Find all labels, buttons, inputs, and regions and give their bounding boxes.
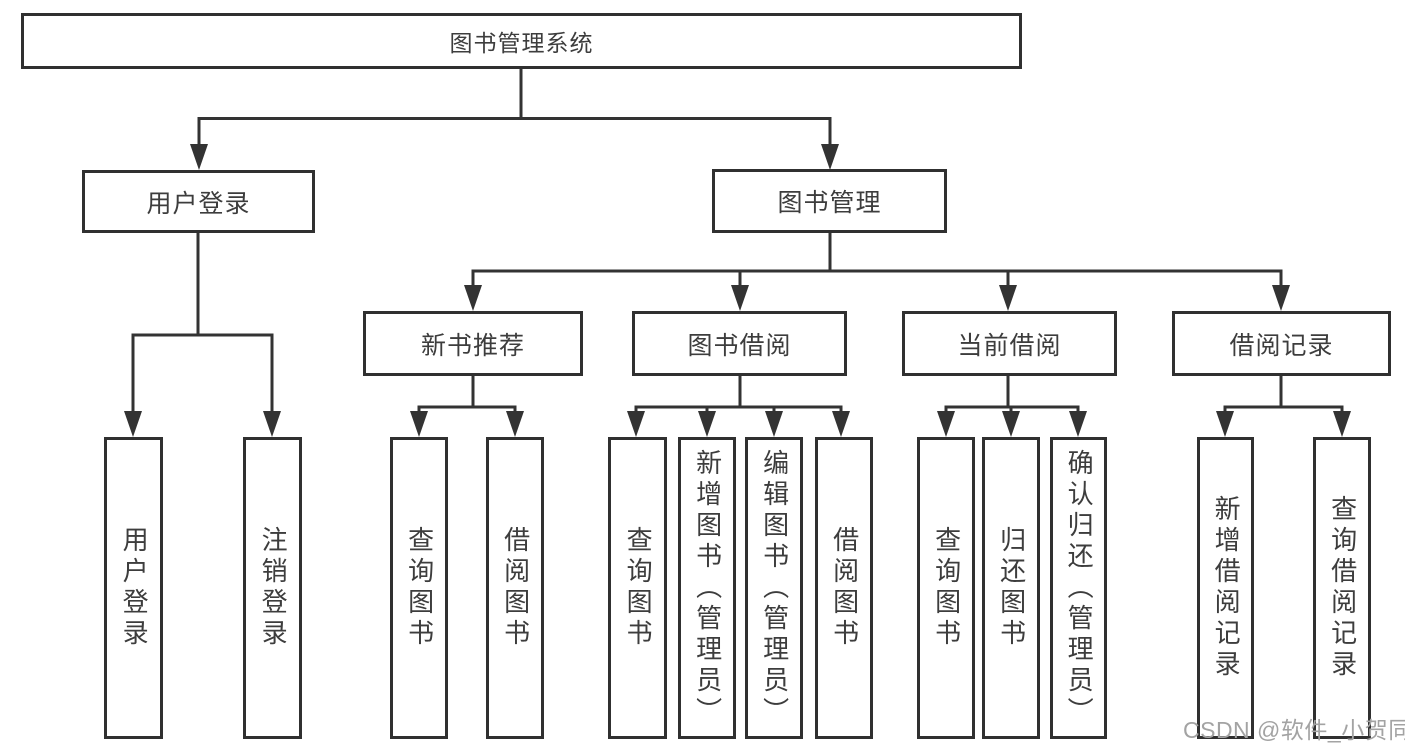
leaf-add-borrow-record: 新增借阅记录	[1197, 437, 1254, 739]
leaf-add-books-admin: 新增图书（管理员）	[678, 437, 736, 739]
node-current-borrow-label: 当前借阅	[957, 331, 1062, 360]
leaf-query-borrow-record: 查询借阅记录	[1313, 437, 1371, 739]
leaf-query-books-borrow-label: 查询图书	[623, 526, 654, 650]
leaf-borrow-books-recommend-label: 借阅图书	[500, 526, 531, 650]
leaf-logout-label: 注销登录	[258, 526, 289, 650]
node-book-borrow-label: 图书借阅	[687, 331, 792, 360]
node-user-login-label: 用户登录	[146, 189, 251, 218]
leaf-edit-books-admin: 编辑图书（管理员）	[745, 437, 803, 739]
node-user-login: 用户登录	[82, 170, 315, 233]
watermark: CSDN @软件_小贺同学	[1183, 717, 1405, 743]
node-new-book-recommend: 新书推荐	[363, 311, 583, 376]
leaf-logout: 注销登录	[243, 437, 302, 739]
node-book-management: 图书管理	[712, 169, 947, 233]
leaf-query-books-current-label: 查询图书	[931, 526, 962, 650]
leaf-confirm-return-admin-label: 确认归还（管理员）	[1064, 448, 1095, 728]
leaf-return-books: 归还图书	[982, 437, 1040, 739]
node-new-book-recommend-label: 新书推荐	[420, 331, 525, 360]
leaf-return-books-label: 归还图书	[996, 526, 1027, 650]
node-book-management-label: 图书管理	[777, 189, 882, 217]
leaf-borrow-books: 借阅图书	[815, 437, 873, 739]
leaf-query-books-recommend: 查询图书	[390, 437, 448, 739]
leaf-query-books-recommend-label: 查询图书	[404, 526, 435, 650]
leaf-borrow-books-recommend: 借阅图书	[486, 437, 544, 739]
leaf-user-login-label: 用户登录	[119, 526, 150, 650]
leaf-borrow-books-label: 借阅图书	[829, 526, 860, 650]
leaf-query-books-current: 查询图书	[917, 437, 975, 739]
leaf-confirm-return-admin: 确认归还（管理员）	[1050, 437, 1107, 739]
node-book-borrow: 图书借阅	[632, 311, 847, 376]
node-current-borrow: 当前借阅	[902, 311, 1117, 376]
node-root-label: 图书管理系统	[449, 30, 594, 56]
leaf-add-borrow-record-label: 新增借阅记录	[1211, 495, 1242, 681]
node-root: 图书管理系统	[21, 13, 1022, 69]
leaf-add-books-admin-label: 新增图书（管理员）	[692, 448, 723, 728]
node-borrow-records: 借阅记录	[1172, 311, 1391, 376]
leaf-query-borrow-record-label: 查询借阅记录	[1327, 495, 1358, 681]
leaf-query-books-borrow: 查询图书	[608, 437, 667, 739]
leaf-user-login: 用户登录	[104, 437, 163, 739]
leaf-edit-books-admin-label: 编辑图书（管理员）	[759, 448, 790, 728]
node-borrow-records-label: 借阅记录	[1229, 331, 1334, 360]
